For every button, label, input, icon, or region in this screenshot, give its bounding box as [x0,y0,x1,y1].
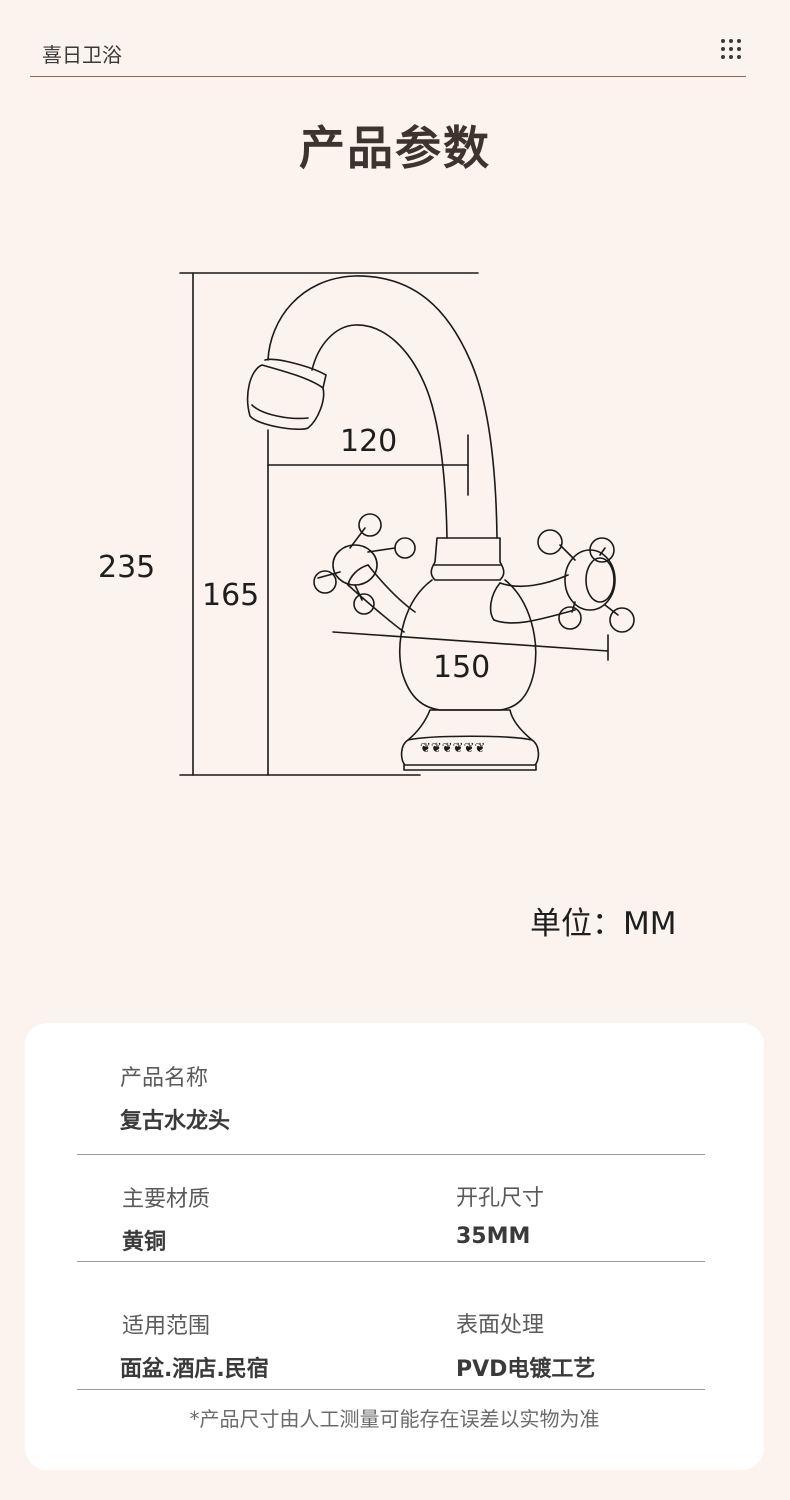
divider [77,1389,705,1390]
product-name-label: 产品名称 [120,1066,209,1091]
spout-reach-label: 120 [340,424,398,459]
spec-card: 产品名称 复古水龙头 主要材质 黄铜 开孔尺寸 35MM 适用范围 面盆.酒店.… [25,1023,764,1470]
finish-value: PVD电镀工艺 [456,1357,596,1382]
measurement-disclaimer: *产品尺寸由人工测量可能存在误差以实物为准 [189,1407,600,1431]
grid-menu-icon[interactable] [720,38,742,60]
brand-name: 喜日卫浴 [42,43,122,67]
handle-span-label: 150 [433,650,491,685]
usage-label: 适用范围 [122,1314,211,1339]
material-label: 主要材质 [122,1187,211,1212]
page-title: 产品参数 [299,121,491,175]
total-height-label: 235 [98,550,156,585]
unit-label: 单位：MM [530,906,677,942]
svg-text:❦❦❦❦❦❦: ❦❦❦❦❦❦ [420,741,485,756]
divider [77,1261,705,1262]
material-value: 黄铜 [122,1230,167,1255]
divider [77,1154,705,1155]
hole-size-value: 35MM [456,1224,531,1249]
spout-height-label: 165 [202,578,260,613]
finish-label: 表面处理 [456,1313,545,1338]
top-header: 喜日卫浴 [30,0,746,77]
faucet-drawing: ❦❦❦❦❦❦ [179,272,635,776]
product-name-value: 复古水龙头 [120,1109,231,1134]
hole-size-label: 开孔尺寸 [456,1186,545,1211]
faucet-dimension-diagram: ❦❦❦❦❦❦ [0,250,790,810]
usage-value: 面盆.酒店.民宿 [120,1357,269,1382]
